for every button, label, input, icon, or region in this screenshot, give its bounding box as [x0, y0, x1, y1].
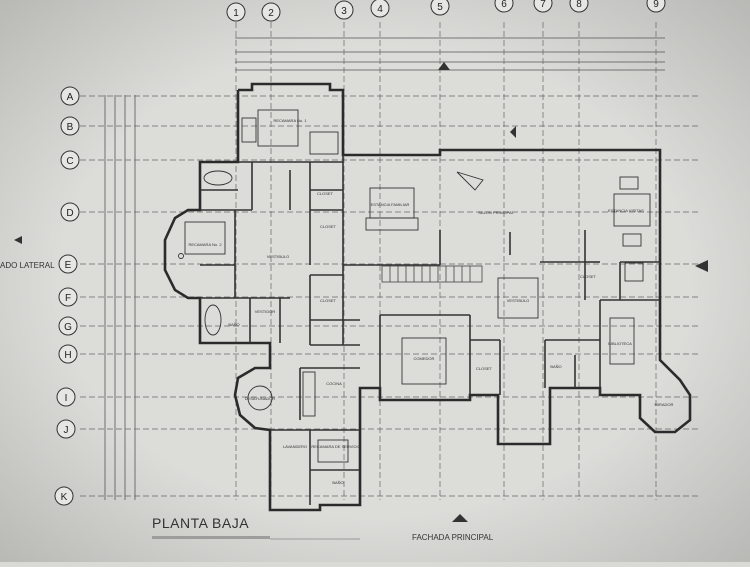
row-label-c: C: [66, 156, 73, 167]
column-bubble-5: [430, 0, 450, 16]
row-bubble-h: [58, 344, 78, 364]
section-markers: [14, 62, 708, 522]
center-block: [497, 277, 539, 319]
room-salon-principal: SALON PRINCIPAL: [478, 210, 514, 215]
room-closet-d: CLOSET: [580, 274, 597, 279]
room-closet-b: CLOSET: [320, 224, 337, 229]
column-bubble-2: [261, 2, 281, 22]
room-desayunador: DESAYUNADOR: [245, 396, 276, 401]
row-label-k: K: [61, 492, 68, 503]
bathtub-1: [203, 170, 233, 186]
exterior-walls: [163, 82, 692, 512]
bed-2: [184, 221, 226, 255]
room-vestibulo-a: VESTIBULO: [267, 254, 289, 259]
column-label-4: 4: [377, 4, 383, 15]
row-label-i: I: [65, 393, 68, 404]
room-estancia-visitas: ESTANCIA VISITAS: [608, 208, 644, 213]
row-label-j: J: [64, 425, 69, 436]
room-comedor: COMEDOR: [414, 356, 435, 361]
column-label-6: 6: [501, 0, 507, 10]
column-bubbles: [226, 0, 666, 22]
room-bano-b: BAÑO: [550, 364, 561, 369]
bathtub-2: [204, 304, 222, 336]
column-label-3: 3: [341, 6, 347, 17]
breakfast-table: [247, 385, 273, 411]
row-label-e: E: [65, 260, 72, 271]
row-label-f: F: [65, 293, 71, 304]
column-label-2: 2: [268, 8, 274, 19]
room-recamara-1: RECAMARA No. 1: [273, 118, 307, 123]
stair: [381, 265, 483, 283]
column-bubble-9: [646, 0, 666, 13]
row-bubble-j: [56, 419, 76, 439]
room-closet-e: CLOSET: [476, 366, 493, 371]
column-bubble-4: [370, 0, 390, 18]
row-label-d: D: [66, 208, 73, 219]
room-cocina: COCINA: [326, 381, 342, 386]
column-bubble-7: [533, 0, 553, 13]
side-label: ADO LATERAL: [0, 261, 55, 270]
column-label-5: 5: [437, 2, 443, 13]
column-bubble-3: [334, 0, 354, 20]
room-bano-c: BAÑO: [332, 480, 343, 485]
bed-1: [257, 109, 299, 147]
row-labels: A B C D E F G H I J K: [61, 92, 74, 503]
row-bubble-k: [54, 486, 74, 506]
row-label-h: H: [64, 350, 71, 361]
row-bubble-c: [60, 150, 80, 170]
column-label-9: 9: [653, 0, 659, 10]
column-label-7: 7: [540, 0, 546, 10]
row-label-a: A: [67, 92, 74, 103]
room-vestidor: VESTIDOR: [255, 309, 276, 314]
column-bubble-8: [569, 0, 589, 13]
right-section-marker: [695, 260, 708, 272]
dining-table: [401, 337, 447, 385]
column-bubble-6: [494, 0, 514, 13]
left-section-marker: [14, 236, 22, 244]
column-labels: 1 2 3 4 5 6 7 8 9: [233, 0, 659, 19]
room-biblioteca: BIBLIOTECA: [608, 341, 632, 346]
row-label-g: G: [64, 322, 72, 333]
plan-title: PLANTA BAJA: [152, 515, 249, 531]
facade-label: FACHADA PRINCIPAL: [412, 533, 494, 542]
library-shelf: [609, 317, 635, 365]
room-bano-a: BAÑO: [228, 322, 239, 327]
piano: [456, 171, 484, 191]
room-estancia-familiar: ESTANCIA FAMILIAR: [371, 202, 410, 207]
room-closet-a: CLOSET: [317, 191, 334, 196]
row-bubble-a: [60, 86, 80, 106]
title-underline: [152, 536, 270, 539]
room-labels: RECAMARA No. 1 RECAMARA No. 2 CLOSET CLO…: [188, 118, 673, 485]
room-recamara-servicio: RECAMARA DE SERVICIO: [311, 444, 360, 449]
column-label-8: 8: [576, 0, 582, 10]
room-mirador: MIRADOR: [655, 402, 674, 407]
row-bubbles: [54, 86, 80, 506]
interior-walls: [200, 155, 660, 505]
visitors-table: [613, 193, 651, 227]
column-label-1: 1: [233, 8, 239, 19]
facade-marker: [452, 514, 468, 522]
furniture: [178, 109, 651, 463]
row-bubble-i: [56, 387, 76, 407]
row-bubble-f: [58, 287, 78, 307]
row-bubble-e: [58, 254, 78, 274]
room-recamara-2: RECAMARA No. 2: [188, 242, 222, 247]
kitchen-counter: [302, 371, 316, 417]
left-dimension-lines: [104, 95, 136, 500]
row-bubble-b: [60, 116, 80, 136]
row-label-b: B: [67, 122, 74, 133]
column-bubble-1: [226, 2, 246, 22]
room-closet-c: CLOSET: [320, 298, 337, 303]
row-bubble-d: [60, 202, 80, 222]
room-vestibulo-b: VESTIBULO: [507, 298, 529, 303]
room-lavandero: LAVANDERO: [283, 444, 307, 449]
row-bubble-g: [58, 316, 78, 336]
